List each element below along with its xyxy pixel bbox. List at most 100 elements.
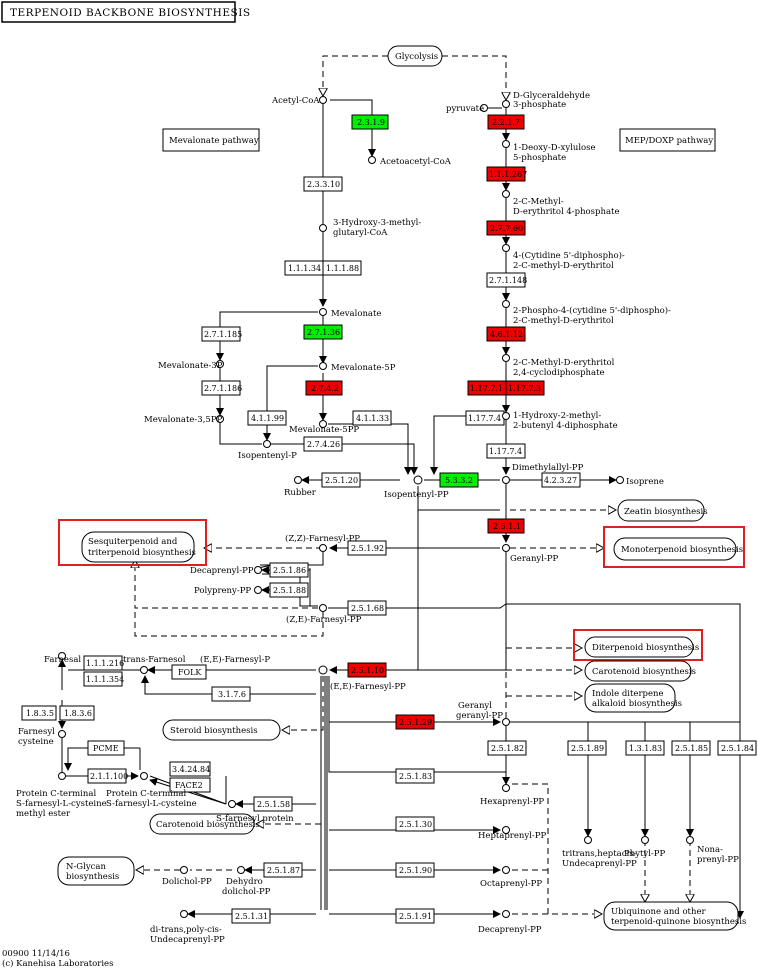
enzyme-1.8.3.5[interactable] <box>21 705 57 721</box>
enzyme-1.1.1.267[interactable] <box>486 166 526 182</box>
enzyme-2.5.1.87[interactable] <box>263 862 303 878</box>
enzyme-2.5.1.91[interactable] <box>395 908 435 924</box>
enzyme-4.1.1.33[interactable] <box>352 410 392 426</box>
compound-node[interactable] <box>502 354 510 362</box>
enzyme-folk[interactable] <box>171 664 207 680</box>
enzyme-4.2.3.27[interactable] <box>541 472 581 488</box>
compound-node[interactable] <box>318 665 328 675</box>
compound-node[interactable] <box>58 652 66 660</box>
diterpenoid-map[interactable] <box>584 636 694 658</box>
enzyme-2.7.7.60[interactable] <box>486 220 526 236</box>
compound-node[interactable] <box>58 772 66 780</box>
enzyme-2.2.1.7[interactable] <box>487 114 525 130</box>
enzyme-2.5.1.86[interactable] <box>269 562 309 578</box>
compound-node[interactable] <box>368 156 376 164</box>
enzyme-2.5.1.88[interactable] <box>269 582 309 598</box>
enzyme-2.5.1.90[interactable] <box>395 862 435 878</box>
compound-node[interactable] <box>294 476 302 484</box>
enzyme-2.7.1.186[interactable] <box>201 380 241 396</box>
compound-node[interactable] <box>502 784 510 792</box>
compound-node[interactable] <box>254 566 262 574</box>
compound-node[interactable] <box>140 666 148 674</box>
enzyme-2.5.1.58[interactable] <box>253 796 293 812</box>
compound-node[interactable] <box>502 866 510 874</box>
compound-node[interactable] <box>263 440 271 448</box>
enzyme-2.5.1.89[interactable] <box>567 740 607 756</box>
compound-node[interactable] <box>180 910 188 918</box>
enzyme-1.1.1.354[interactable] <box>83 671 123 687</box>
glycolysis-map[interactable] <box>387 45 443 67</box>
compound-node[interactable] <box>502 300 510 308</box>
enzyme-1.17.7.4-b[interactable] <box>486 443 526 459</box>
enzyme-3.1.7.6[interactable] <box>211 686 251 702</box>
compound-node[interactable] <box>237 866 245 874</box>
compound-node[interactable] <box>319 224 327 232</box>
compound-node[interactable] <box>216 415 224 423</box>
compound-node[interactable] <box>319 604 327 612</box>
enzyme-5.3.3.2[interactable] <box>439 472 479 488</box>
enzyme-2.7.1.148[interactable] <box>486 272 526 288</box>
indole-diterpene-map[interactable] <box>584 683 676 713</box>
compound-node[interactable] <box>502 826 510 834</box>
enzyme-face2[interactable] <box>169 777 211 793</box>
enzyme-3.4.24.84[interactable] <box>169 761 211 777</box>
ubiquinone-map[interactable] <box>603 901 739 931</box>
enzyme-1.1.1.88[interactable] <box>322 260 362 276</box>
compound-node[interactable] <box>584 836 592 844</box>
compound-node[interactable] <box>502 412 510 420</box>
compound-node[interactable] <box>502 190 510 198</box>
enzyme-2.5.1.92[interactable] <box>347 540 387 556</box>
monoterpenoid-map[interactable] <box>613 537 737 561</box>
enzyme-2.3.1.9[interactable] <box>351 114 389 130</box>
enzyme-1.3.1.83[interactable] <box>625 740 665 756</box>
enzyme-2.7.4.2[interactable] <box>305 380 343 396</box>
enzyme-2.5.1.82[interactable] <box>487 740 527 756</box>
compound-node[interactable] <box>319 96 327 104</box>
compound-node[interactable] <box>641 836 649 844</box>
enzyme-2.5.1.84[interactable] <box>717 740 757 756</box>
compound-node[interactable] <box>58 730 66 738</box>
enzyme-2.7.1.36[interactable] <box>303 324 343 340</box>
enzyme-1.8.3.6[interactable] <box>59 705 95 721</box>
nglycan-map[interactable] <box>57 856 135 886</box>
compound-node[interactable] <box>502 910 510 918</box>
enzyme-2.5.1.10[interactable] <box>347 662 387 678</box>
compound-node[interactable] <box>319 308 327 316</box>
compound-node[interactable] <box>319 544 327 552</box>
enzyme-1.17.7.3[interactable] <box>505 380 545 396</box>
enzyme-pcme[interactable] <box>87 740 125 756</box>
enzyme-4.1.1.99[interactable] <box>247 410 287 426</box>
compound-node[interactable] <box>413 475 423 485</box>
enzyme-2.3.3.10[interactable] <box>303 176 343 192</box>
compound-node[interactable] <box>228 800 236 808</box>
compound-node[interactable] <box>502 544 510 552</box>
compound-node[interactable] <box>502 244 510 252</box>
enzyme-2.7.4.26[interactable] <box>303 436 343 452</box>
enzyme-2.5.1.85[interactable] <box>671 740 711 756</box>
zeatin-map[interactable] <box>617 499 705 522</box>
compound-node[interactable] <box>502 476 510 484</box>
compound-node[interactable] <box>616 476 624 484</box>
compound-node[interactable] <box>319 362 327 370</box>
compound-node[interactable] <box>686 836 694 844</box>
compound-node[interactable] <box>319 420 327 428</box>
compound-node[interactable] <box>480 104 488 112</box>
carotenoid-map-2[interactable] <box>149 813 255 835</box>
compound-node[interactable] <box>216 360 224 368</box>
compound-node[interactable] <box>254 586 262 594</box>
carotenoid-map-1[interactable] <box>584 660 692 682</box>
enzyme-2.5.1.31[interactable] <box>231 908 271 924</box>
compound-node[interactable] <box>140 772 148 780</box>
steroid-map[interactable] <box>162 719 281 741</box>
enzyme-2.5.1.20[interactable] <box>321 472 361 488</box>
enzyme-2.1.1.100[interactable] <box>87 768 127 784</box>
enzyme-2.5.1.68[interactable] <box>347 600 387 616</box>
enzyme-1.1.1.216[interactable] <box>83 655 123 671</box>
compound-node[interactable] <box>502 718 510 726</box>
compound-node[interactable] <box>502 100 510 108</box>
compound-node[interactable] <box>502 140 510 148</box>
sesquiterpenoid-map[interactable] <box>81 531 195 563</box>
enzyme-2.5.1.83[interactable] <box>395 768 435 784</box>
enzyme-2.5.1.29[interactable] <box>395 714 435 730</box>
enzyme-2.7.1.185[interactable] <box>201 326 241 342</box>
